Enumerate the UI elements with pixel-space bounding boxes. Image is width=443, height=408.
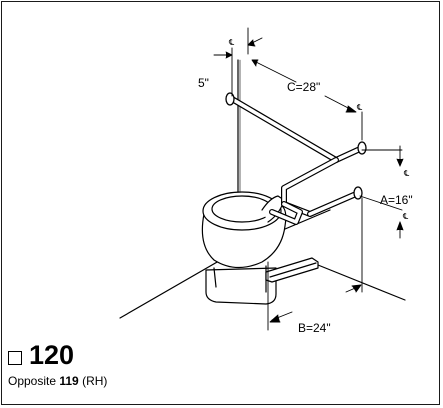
- caption-suffix: (RH): [82, 374, 108, 388]
- centerline-symbol-top: ℄: [229, 38, 235, 47]
- dim-offset-label: 5": [198, 76, 209, 90]
- select-checkbox[interactable]: [8, 351, 22, 365]
- floor-base-rail: [265, 257, 319, 283]
- centerline-symbol-right-lower: ℄: [403, 212, 409, 221]
- model-caption: Opposite 119 (RH): [8, 375, 107, 388]
- caption-reference: 119: [59, 374, 79, 388]
- dim-c-label: C=28": [287, 80, 321, 94]
- centerline-symbol-right-upper: ℄: [357, 103, 363, 112]
- dimension-lines: [213, 27, 404, 331]
- dim-a-label: A=16": [380, 193, 413, 207]
- dim-b-label: B=24": [298, 321, 331, 335]
- centerline-symbol-right-mid: ℄: [404, 169, 410, 178]
- toilet: [201, 191, 287, 305]
- caption-prefix: Opposite: [8, 374, 57, 388]
- model-number: 120: [29, 340, 75, 370]
- grab-bar: [225, 92, 367, 225]
